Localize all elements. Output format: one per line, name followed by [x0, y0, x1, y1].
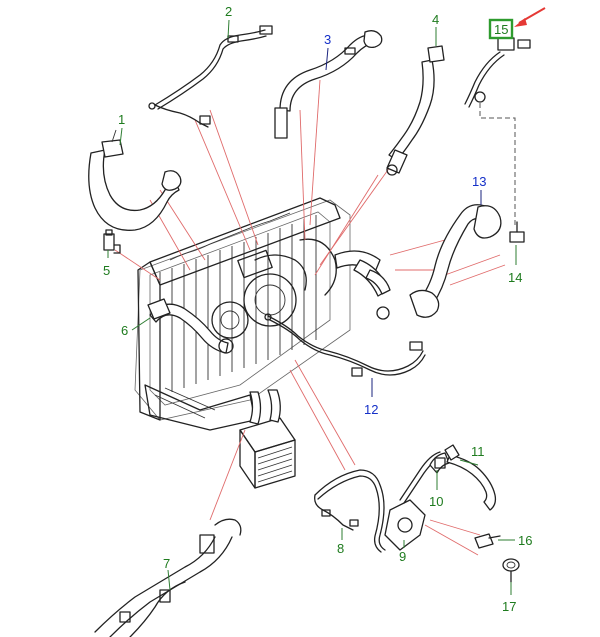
callout-15: 15 — [494, 22, 508, 37]
oil-cooler — [239, 389, 296, 489]
highlighted-callout-15: 15 — [488, 18, 514, 40]
callout-labels: 1 2 3 4 5 6 7 8 9 10 11 12 13 14 16 17 — [103, 4, 532, 614]
callout-9: 9 — [399, 549, 406, 564]
callout-3: 3 — [324, 32, 331, 47]
part-14-sensor — [509, 221, 525, 243]
part-8-pipe — [314, 469, 386, 553]
callout-6: 6 — [121, 323, 128, 338]
callout-1: 1 — [118, 112, 125, 127]
part-5-fitting — [103, 229, 121, 254]
callout-2: 2 — [225, 4, 232, 19]
red-arrow-icon — [514, 7, 546, 27]
callout-4: 4 — [432, 12, 439, 27]
part-1-hose — [88, 129, 182, 231]
part-6-hose — [147, 298, 234, 354]
engine-radiator-assembly — [134, 197, 391, 489]
callout-10: 10 — [429, 494, 443, 509]
part-2-pipe — [148, 25, 273, 128]
part-13-hose — [409, 204, 502, 318]
callout-17: 17 — [502, 599, 516, 614]
callout-7: 7 — [163, 556, 170, 571]
callout-12: 12 — [364, 402, 378, 417]
part-7-pipe-assembly — [94, 518, 242, 637]
callout-leaders — [107, 19, 517, 595]
callout-11: 11 — [471, 444, 485, 459]
callout-16: 16 — [518, 533, 532, 548]
callout-15-highlight-box — [488, 18, 514, 40]
callout-14: 14 — [508, 270, 522, 285]
part-17-cap — [502, 558, 520, 583]
callout-13: 13 — [472, 174, 486, 189]
part-3-hose — [274, 30, 383, 139]
callout-8: 8 — [337, 541, 344, 556]
part-12-pipe — [264, 313, 426, 377]
part-11-hose — [444, 444, 497, 511]
part-15-sensor-harness — [464, 37, 531, 225]
part-16-bracket — [474, 533, 501, 549]
part-4-hose — [386, 45, 445, 176]
callout-5: 5 — [103, 263, 110, 278]
